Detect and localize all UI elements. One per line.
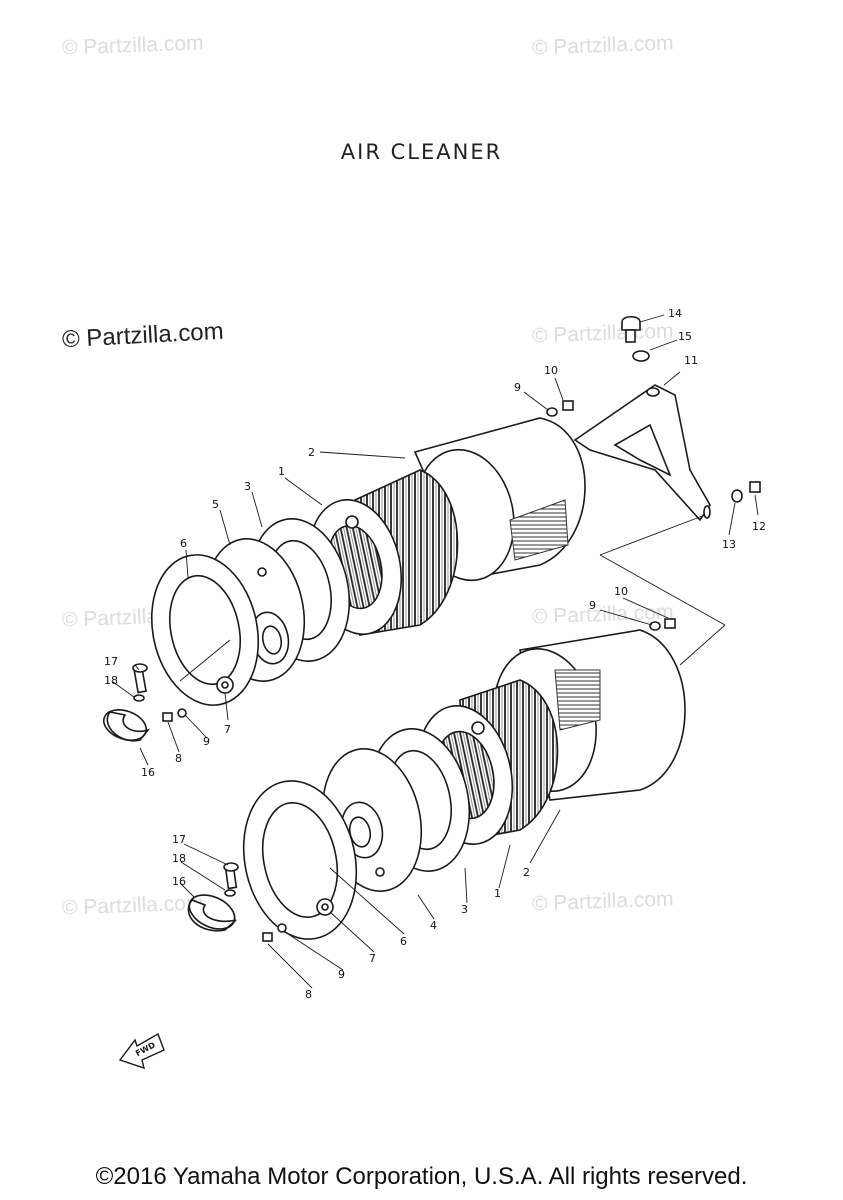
mounting-bracket — [573, 384, 711, 522]
fwd-arrow-icon — [118, 1032, 165, 1070]
callout-upper-17: 17 — [104, 655, 118, 668]
callout-upper-18: 18 — [104, 674, 118, 687]
callout-upper-1: 1 — [278, 465, 285, 478]
lower-cover — [242, 780, 358, 940]
callout-upper-5: 5 — [212, 498, 219, 511]
callout-lower-3: 3 — [461, 903, 468, 916]
callout-lower-9: 9 — [589, 599, 596, 612]
callout-lower-10: 10 — [614, 585, 628, 598]
callout-lower-6: 6 — [400, 935, 407, 948]
callout-lower-7: 7 — [369, 952, 376, 965]
callout-upper-8: 8 — [175, 752, 182, 765]
callout-lower-8: 8 — [305, 988, 312, 1001]
callout-lower-17: 17 — [172, 833, 186, 846]
callout-upper-2: 2 — [308, 446, 315, 459]
callout-upper-7: 7 — [224, 723, 231, 736]
callout-upper-12: 12 — [752, 520, 766, 533]
callout-lower-1: 1 — [494, 887, 501, 900]
callout-lower-16: 16 — [172, 875, 186, 888]
upper-cover — [150, 554, 260, 706]
callout-upper-9b: 9 — [203, 735, 210, 748]
callout-upper-3: 3 — [244, 480, 251, 493]
callout-upper-15: 15 — [678, 330, 692, 343]
callout-lower-4: 4 — [430, 919, 437, 932]
callout-lower-9b: 9 — [338, 968, 345, 981]
exploded-parts-diagram: FWD 2 1 3 5 6 14 15 11 10 9 12 13 17 18 … — [102, 307, 766, 1070]
callout-upper-10: 10 — [544, 364, 558, 377]
copyright-footer: ©2016 Yamaha Motor Corporation, U.S.A. A… — [95, 1163, 748, 1190]
callout-upper-16: 16 — [141, 766, 155, 779]
callout-upper-13: 13 — [722, 538, 736, 551]
callout-lower-18: 18 — [172, 852, 186, 865]
callout-upper-9: 9 — [514, 381, 521, 394]
callout-upper-11: 11 — [684, 354, 698, 367]
callout-upper-6: 6 — [180, 537, 187, 550]
callout-lower-2: 2 — [523, 866, 530, 879]
callout-upper-14: 14 — [668, 307, 682, 320]
page-title: AIR CLEANER — [340, 140, 503, 164]
